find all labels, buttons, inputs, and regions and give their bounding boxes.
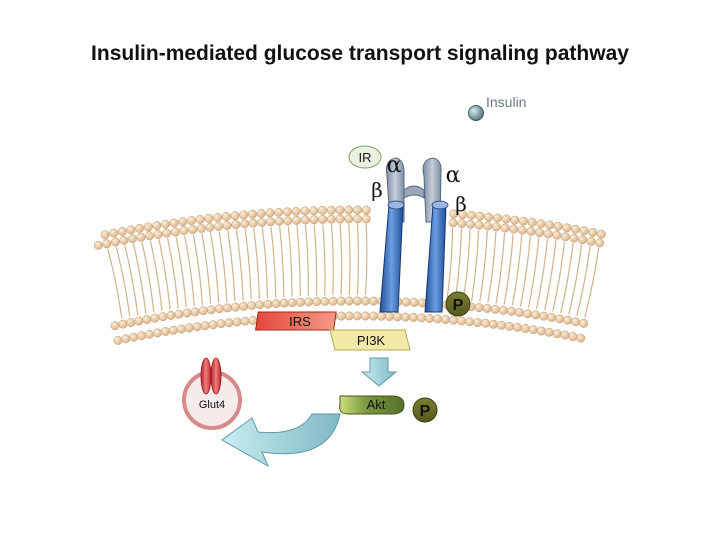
cell-membrane — [93, 205, 606, 345]
receptor-bridge — [403, 185, 425, 199]
ir-label: IR — [348, 145, 382, 169]
alpha-left-label: α — [387, 153, 402, 178]
svg-text:P: P — [420, 403, 431, 420]
down-arrow-icon — [360, 357, 398, 387]
svg-text:P: P — [453, 297, 464, 314]
svg-text:PI3K: PI3K — [357, 333, 386, 348]
alpha-right-label: α — [446, 163, 461, 188]
insulin-label: Insulin — [486, 94, 527, 110]
akt-phospho: P — [412, 397, 438, 423]
svg-text:Akt: Akt — [367, 397, 386, 412]
receptor-phospho: P — [445, 291, 471, 317]
svg-text:IRS: IRS — [289, 314, 311, 329]
beta-right-label: β — [455, 192, 467, 216]
translocation-arrow-icon — [221, 413, 341, 468]
irs-protein: IRS — [255, 311, 337, 331]
insulin-molecule — [468, 105, 484, 121]
pi3k-protein: PI3K — [329, 329, 411, 351]
page-title: Insulin-mediated glucose transport signa… — [91, 42, 629, 65]
beta-left-label: β — [371, 178, 383, 202]
svg-text:IR: IR — [359, 150, 372, 165]
receptor-beta-left — [379, 204, 404, 313]
insulin-receptor — [379, 157, 449, 313]
svg-text:Glut4: Glut4 — [199, 399, 225, 411]
akt-protein: Akt — [339, 395, 405, 415]
glut4-vesicle: Glut4 — [182, 357, 242, 430]
